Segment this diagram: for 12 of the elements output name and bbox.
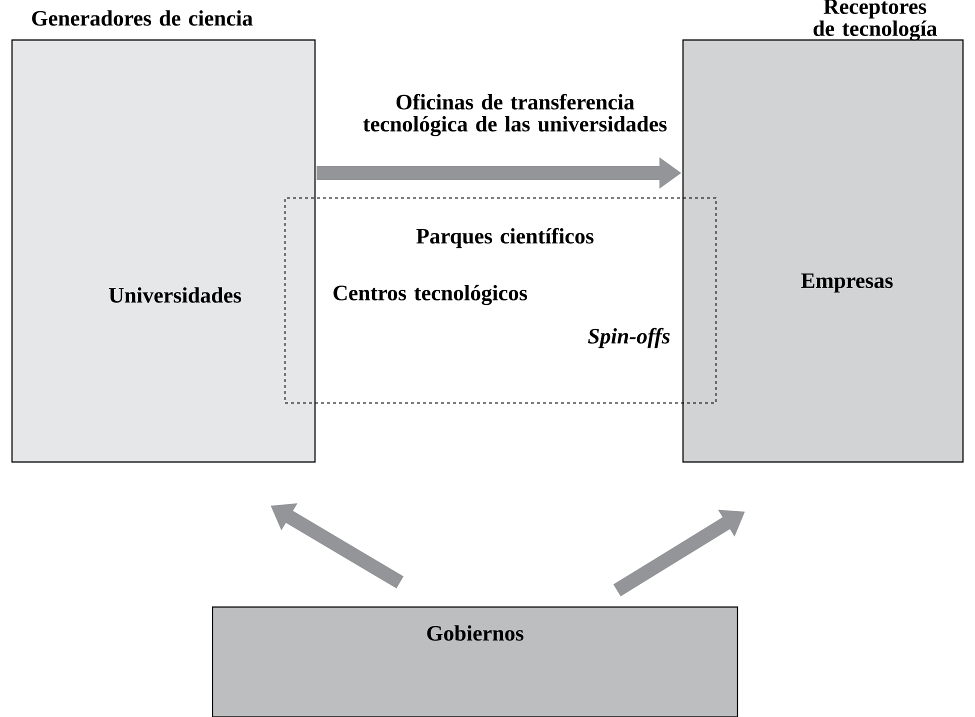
dashed-region (284, 198, 716, 404)
box-text: Empresas (801, 273, 893, 293)
box (682, 0, 964, 463)
box (212, 606, 738, 717)
box (11, 10, 316, 463)
box-text: Spin-offs (588, 328, 670, 348)
box-text: Generadores de ciencia (32, 10, 253, 26)
box-text: Universidades (108, 287, 242, 303)
box-text: Centros tecnológicos (334, 284, 528, 306)
box-text: Gobiernos (427, 625, 524, 641)
box-text: Parques científicos (416, 228, 594, 248)
edge-label: Oficinas de transferencia tecnológica de las universidades (363, 94, 667, 136)
